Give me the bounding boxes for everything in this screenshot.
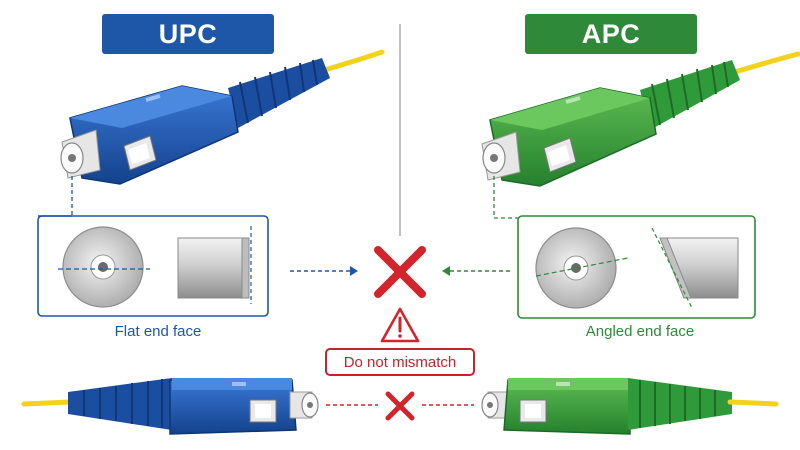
upc-connector-top <box>60 49 385 216</box>
upc-detail-panel <box>37 215 269 317</box>
mismatch-warning-label: Do not mismatch <box>325 348 475 376</box>
upc-endface-icon <box>58 226 150 308</box>
apc-title-badge: APC <box>525 14 697 54</box>
apc-fiber-top <box>725 51 800 77</box>
cross-icon <box>374 246 426 298</box>
cross-icon <box>385 391 415 421</box>
upc-fiber-top <box>315 49 385 75</box>
upc-caption: Flat end face <box>114 323 202 340</box>
apc-arrow <box>442 266 510 276</box>
upc-connector-bottom <box>21 378 319 435</box>
apc-connector-top <box>481 51 800 219</box>
apc-caption: Angled end face <box>585 323 695 340</box>
apc-connector-bottom <box>481 378 779 435</box>
apc-angled-ferrule-icon <box>651 227 739 309</box>
upc-title-badge: UPC <box>102 14 274 54</box>
apc-detail-panel <box>517 215 756 319</box>
upc-arrow <box>290 266 358 276</box>
warning-triangle-icon <box>380 307 420 343</box>
upc-flat-ferrule-icon <box>177 226 252 304</box>
apc-endface-icon <box>535 227 629 309</box>
